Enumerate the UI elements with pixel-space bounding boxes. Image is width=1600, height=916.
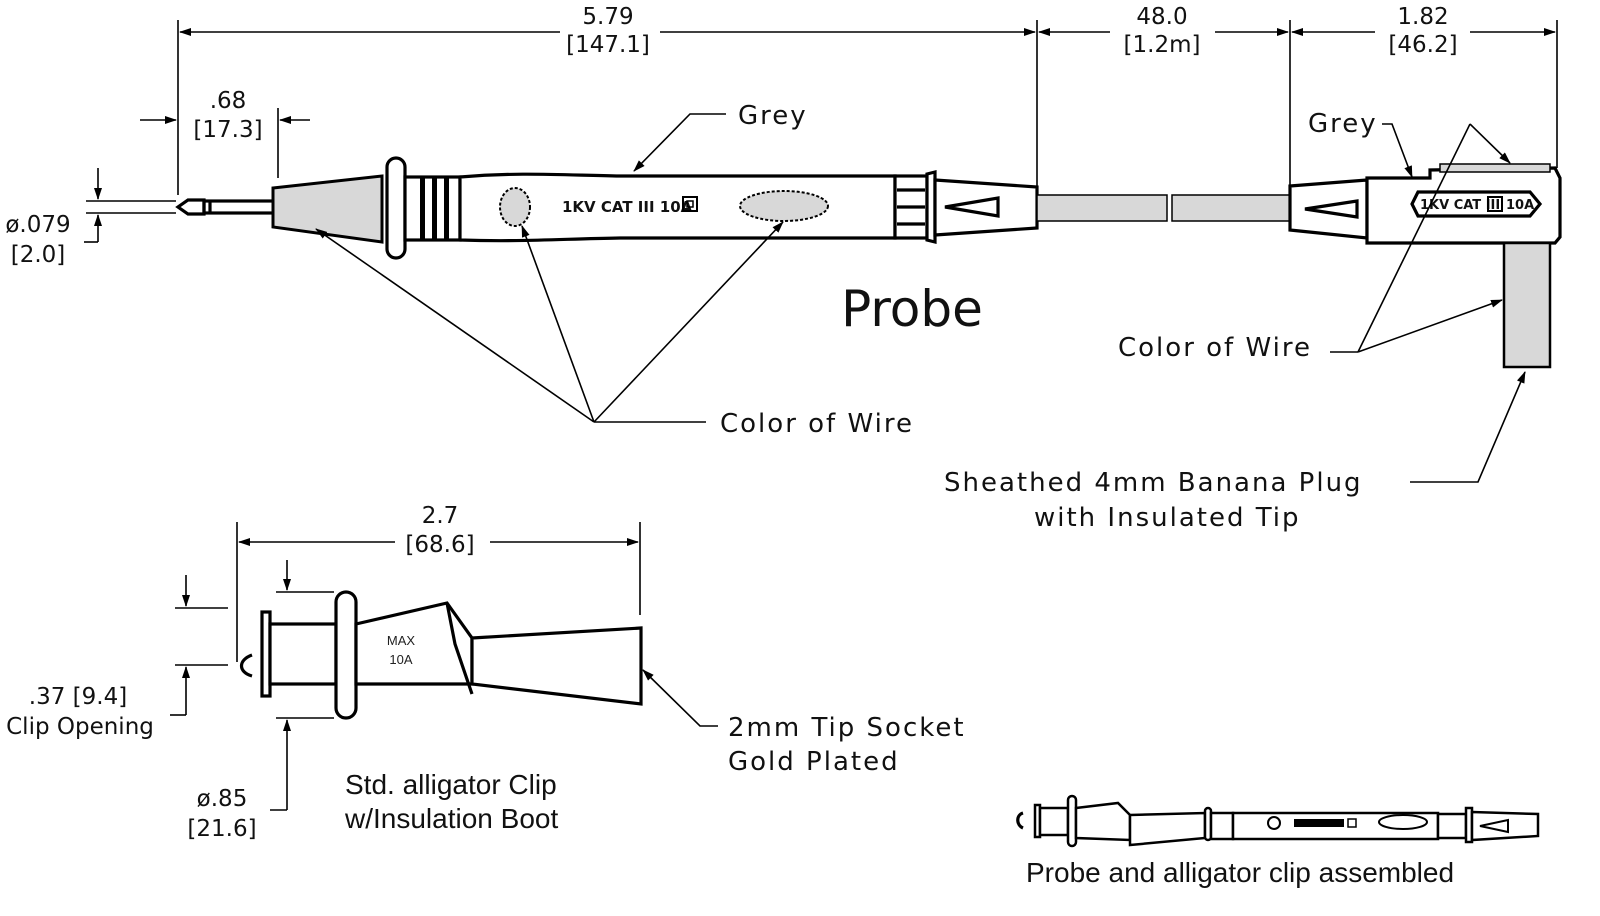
label-tip-socket: 2mm Tip Socket Gold Plated xyxy=(642,669,966,777)
label-banana-plug: Sheathed 4mm Banana Plug with Insulated … xyxy=(944,371,1526,533)
cable xyxy=(1036,194,1291,222)
svg-text:with Insulated Tip: with Insulated Tip xyxy=(1034,503,1301,533)
dimension-clip-diameter: ø.85 [21.6] xyxy=(187,560,334,842)
probe-length-mm: [147.1] xyxy=(566,32,650,58)
plug-length-mm: [46.2] xyxy=(1388,32,1457,58)
tip-length-mm: [17.3] xyxy=(193,117,262,143)
alligator-clip: MAX 10A xyxy=(239,590,643,720)
diagram-title: Probe xyxy=(841,280,983,338)
dimension-clip-opening: .37 [9.4] Clip Opening xyxy=(6,575,228,740)
cable-length-inch: 48.0 xyxy=(1136,4,1187,30)
tip-diameter-mm: [2.0] xyxy=(11,242,66,268)
svg-text:Sheathed 4mm Banana Plug: Sheathed 4mm Banana Plug xyxy=(944,468,1363,498)
clip-length-inch: 2.7 xyxy=(422,503,459,529)
clip-diameter-mm: [21.6] xyxy=(187,816,256,842)
clip-opening-label: Clip Opening xyxy=(6,714,154,740)
clip-caption-line1: Std. alligator Clip xyxy=(345,769,557,800)
label-grey-plug: Grey xyxy=(1308,109,1413,178)
clip-max-marking: MAX xyxy=(387,633,416,648)
plug-rating-marking-b: 10A xyxy=(1506,198,1534,213)
plug-length-inch: 1.82 xyxy=(1397,4,1448,30)
assembled-probe-clip xyxy=(1016,794,1540,848)
clip-diameter-inch: ø.85 xyxy=(197,786,248,812)
label-grey-probe: Grey xyxy=(633,101,808,172)
assembled-caption: Probe and alligator clip assembled xyxy=(1026,857,1454,888)
clip-caption-line2: w/Insulation Boot xyxy=(344,803,558,834)
svg-text:Gold Plated: Gold Plated xyxy=(728,747,900,777)
svg-text:Color of Wire: Color of Wire xyxy=(720,409,914,439)
svg-text:Color of Wire: Color of Wire xyxy=(1118,333,1312,363)
clip-length-mm: [68.6] xyxy=(405,532,474,558)
tip-length-inch: .68 xyxy=(210,88,247,114)
dimension-plug-length: 1.82 [46.2] xyxy=(1291,4,1558,168)
dimension-tip-diameter: ø.079 [2.0] xyxy=(5,168,176,268)
clip-current-marking: 10A xyxy=(389,652,412,667)
svg-text:Grey: Grey xyxy=(738,101,808,131)
cable-length-mm: [1.2m] xyxy=(1124,32,1201,58)
probe-rating-marking: 1KV CAT III 10A xyxy=(562,198,693,216)
label-color-of-wire-plug: Color of Wire xyxy=(1118,123,1511,363)
svg-text:2mm Tip Socket: 2mm Tip Socket xyxy=(728,713,966,743)
dimension-tip-length: .68 [17.3] xyxy=(140,88,310,178)
label-color-of-wire-probe: Color of Wire xyxy=(315,221,914,439)
clip-opening-value: .37 [9.4] xyxy=(29,684,127,710)
probe: 1KV CAT III 10A xyxy=(175,156,1039,260)
probe-length-inch: 5.79 xyxy=(582,4,633,30)
plug-rating-marking-a: 1KV CAT III xyxy=(1420,198,1500,213)
dimension-probe-length: 5.79 [147.1] xyxy=(177,4,1038,195)
dimension-cable-length: 48.0 [1.2m] xyxy=(1038,4,1291,188)
banana-plug: 1KV CAT III 10A xyxy=(1288,163,1562,369)
svg-text:Grey: Grey xyxy=(1308,109,1378,139)
dimension-clip-length: 2.7 [68.6] xyxy=(236,503,641,662)
tip-diameter-inch: ø.079 xyxy=(5,212,70,238)
